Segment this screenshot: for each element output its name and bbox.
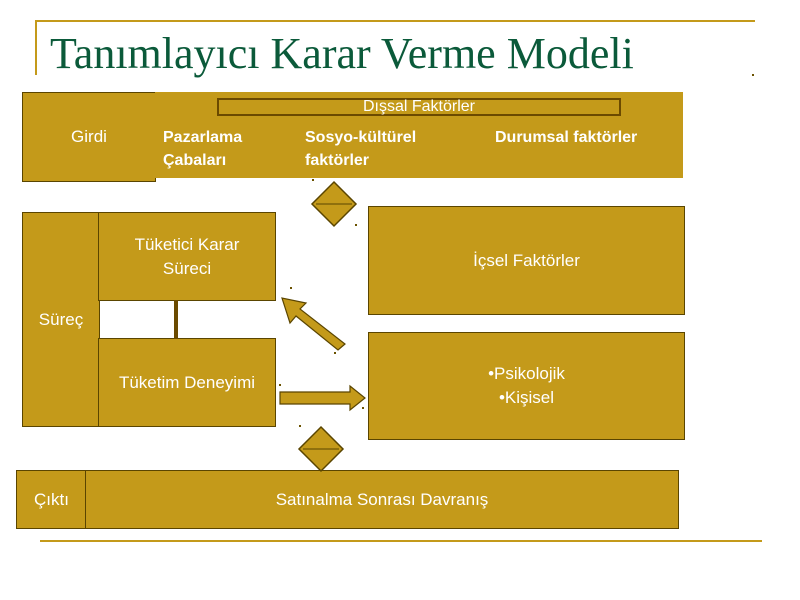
internal-factors-label: İçsel Faktörler <box>473 250 580 270</box>
dot-6 <box>279 384 281 386</box>
horizontal-arrow <box>279 384 366 412</box>
dot-2 <box>312 179 314 181</box>
dot-4 <box>290 287 292 289</box>
output-label-box: Çıktı <box>16 470 87 529</box>
dot-7 <box>362 407 364 409</box>
dot-5 <box>334 352 336 354</box>
dot-8 <box>299 425 301 427</box>
process-label: Süreç <box>38 309 84 329</box>
process-label-box: Süreç <box>22 212 100 427</box>
factor-sociocultural: Sosyo-kültürel faktörler <box>305 129 417 170</box>
dot-1 <box>752 74 754 76</box>
consumption-experience-label: Tüketim Deneyimi <box>118 372 256 392</box>
factor-marketing: Pazarlama Çabaları <box>163 129 243 170</box>
post-purchase-label: Satınalma Sonrası Davranış <box>275 489 489 509</box>
frame-line-bottom <box>40 540 762 542</box>
external-factors-panel: Dışsal Faktörler Pazarlama Çabaları Sosy… <box>155 92 683 178</box>
consumption-experience-box: Tüketim Deneyimi <box>98 338 276 427</box>
post-purchase-box: Satınalma Sonrası Davranış <box>85 470 679 529</box>
page-title: Tanımlayıcı Karar Verme Modeli <box>50 29 634 78</box>
input-label-box: Girdi <box>22 92 156 182</box>
decision-process-label: Tüketici Karar Süreci <box>134 234 240 278</box>
external-factors-label: Dışsal Faktörler <box>362 98 476 115</box>
internal-items-box: •Psikolojik •Kişisel <box>368 332 685 440</box>
internal-factors-box: İçsel Faktörler <box>368 206 685 315</box>
internal-item-personal: •Kişisel <box>498 388 555 407</box>
frame-line-top <box>35 20 755 22</box>
input-label: Girdi <box>71 127 107 147</box>
factor-situational: Durumsal faktörler <box>495 129 638 146</box>
diagonal-arrow <box>281 297 346 351</box>
external-factors-header: Dışsal Faktörler <box>217 98 621 116</box>
dot-3 <box>355 224 357 226</box>
process-connector <box>174 300 178 339</box>
frame-line-left <box>35 20 37 75</box>
output-label: Çıktı <box>34 489 69 509</box>
decision-process-box: Tüketici Karar Süreci <box>98 212 276 301</box>
internal-item-psychological: •Psikolojik <box>488 364 565 384</box>
